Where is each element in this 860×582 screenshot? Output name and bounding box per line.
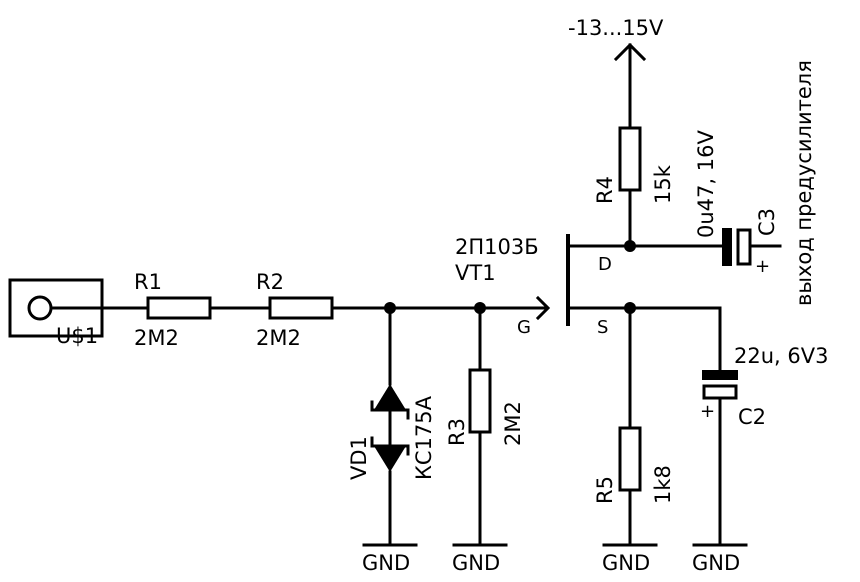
ground-label: GND [362, 551, 410, 575]
supply-arrow-icon [613, 42, 647, 62]
zener-diode-vd1 [370, 384, 410, 472]
r5-value: 1k8 [651, 465, 675, 504]
resistor-r2 [268, 296, 334, 320]
vd1-name: VD1 [347, 436, 371, 480]
resistor-r3 [468, 368, 492, 434]
c2-name: C2 [738, 405, 766, 429]
capacitor-c2-positive-plate [702, 384, 738, 400]
r2-name: R2 [256, 270, 284, 294]
r1-value: 2M2 [134, 326, 179, 350]
capacitor-c3-positive-plate [736, 228, 752, 266]
r5-name: R5 [593, 476, 617, 504]
c2-polarity: + [700, 401, 715, 422]
connector-label: U$1 [56, 324, 98, 348]
ground-label: GND [692, 551, 740, 575]
capacitor-c2-plate [702, 370, 738, 380]
r3-value: 2M2 [501, 401, 525, 446]
ground-label: GND [452, 551, 500, 575]
vt1-name: VT1 [455, 261, 496, 285]
c3-value: 0u47, 16V [694, 130, 718, 238]
r4-name: R4 [593, 176, 617, 204]
vt1-type: 2П103Б [455, 235, 539, 259]
c2-value: 22u, 6V3 [734, 344, 828, 368]
resistor-r1 [146, 296, 212, 320]
r2-value: 2M2 [256, 326, 301, 350]
source-pin-label: S [597, 317, 608, 338]
resistor-r4 [618, 126, 642, 192]
c3-polarity: + [755, 256, 770, 277]
c3-name: C3 [755, 208, 779, 236]
r3-name: R3 [445, 418, 469, 446]
output-label: выход предусилителя [792, 60, 816, 306]
jfet-vt1 [535, 234, 632, 326]
resistor-r5 [618, 426, 642, 492]
vd1-value: КС175А [412, 395, 436, 480]
ground-label: GND [602, 551, 650, 575]
gate-pin-label: G [517, 317, 531, 338]
r1-name: R1 [134, 270, 162, 294]
supply-label: -13...15V [568, 16, 664, 40]
drain-pin-label: D [598, 254, 612, 275]
capacitor-c3-plate [722, 228, 732, 266]
r4-value: 15k [651, 164, 675, 204]
